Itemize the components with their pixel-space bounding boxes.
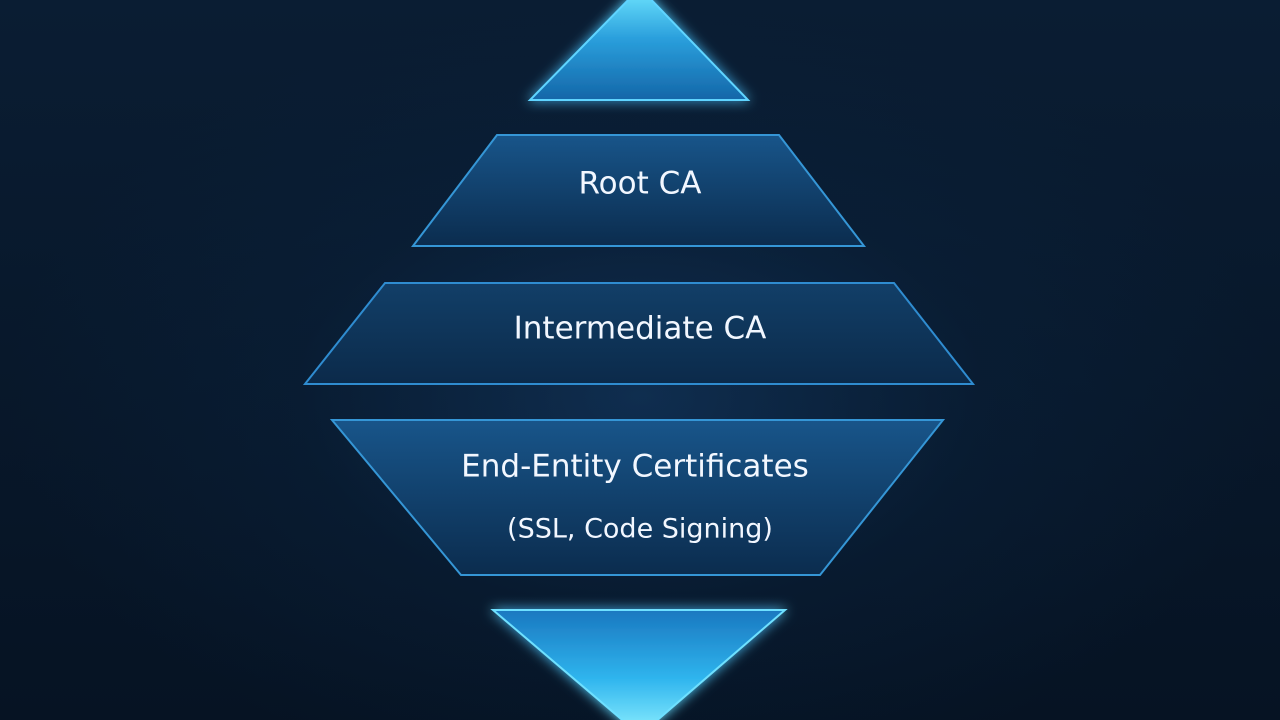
top-apex-triangle [527,0,751,101]
tier-intermediate-ca-label: Intermediate CA [514,311,767,347]
tier-intermediate-ca: Intermediate CA [302,282,976,385]
tier-end-entity-label: End-Entity Certificates [461,449,809,485]
tier-root-ca-label: Root CA [579,166,702,202]
tier-end-entity: End-Entity Certificates (SSL, Code Signi… [329,419,946,576]
tier-root-ca: Root CA [410,134,867,247]
tier-end-entity-shape [329,419,946,576]
bottom-base-triangle [490,609,788,720]
tier-intermediate-ca-shape [302,282,976,385]
tier-root-ca-shape [410,134,867,247]
tier-end-entity-sublabel: (SSL, Code Signing) [507,514,773,545]
